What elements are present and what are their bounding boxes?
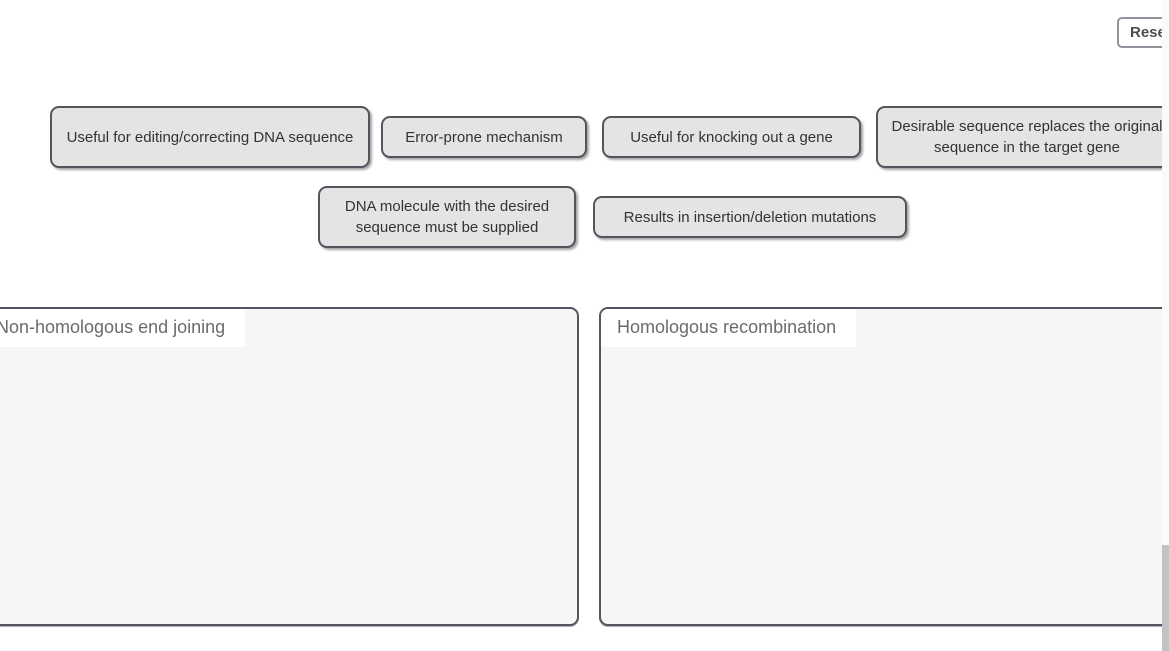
bin-label-homologous-recombination: Homologous recombination [601,309,857,347]
drag-chip-knocking-out-gene[interactable]: Useful for knocking out a gene [602,116,861,158]
drop-bin-non-homologous-end-joining[interactable]: Non-homologous end joining [0,307,579,626]
drag-chip-editing-correcting-dna[interactable]: Useful for editing/correcting DNA sequen… [50,106,370,168]
bin-label-non-homologous-end-joining: Non-homologous end joining [0,309,246,347]
reset-button[interactable]: Reset [1117,17,1169,48]
drag-chip-desirable-sequence-replaces[interactable]: Desirable sequence replaces the original… [876,106,1169,168]
drag-chip-error-prone-mechanism[interactable]: Error-prone mechanism [381,116,587,158]
drag-chip-insertion-deletion-mutations[interactable]: Results in insertion/deletion mutations [593,196,907,238]
drop-bin-homologous-recombination[interactable]: Homologous recombination [599,307,1169,626]
scrollbar-thumb[interactable] [1162,545,1169,651]
drag-chip-dna-molecule-supplied[interactable]: DNA molecule with the desired sequence m… [318,186,576,248]
vertical-scrollbar[interactable] [1162,0,1169,651]
